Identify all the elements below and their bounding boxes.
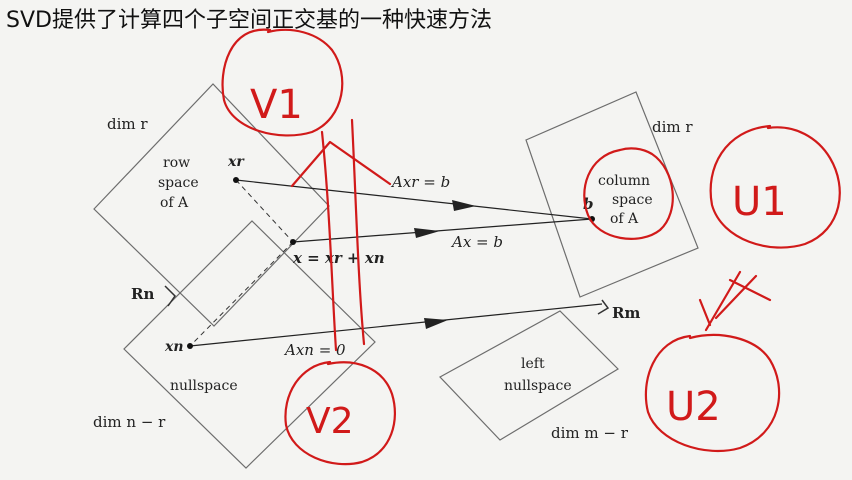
- dim-r-right-label: dim r: [652, 118, 693, 136]
- v1-bracket-stroke: [290, 140, 392, 188]
- left-nullspace-box: [439, 310, 619, 441]
- column-space-label-2: space: [612, 192, 653, 208]
- dim-r-left-label: dim r: [107, 115, 148, 133]
- b-label: b: [583, 195, 594, 213]
- arrow-axn-0-head: [424, 318, 448, 329]
- u2-scribble: [698, 270, 772, 332]
- arrow-ax-b-head: [414, 228, 440, 238]
- column-space-label-3: of A: [610, 211, 639, 227]
- point-xn: [187, 343, 193, 349]
- x-eq-label: x = xr + xn: [292, 249, 385, 267]
- row-space-label-3: of A: [160, 195, 189, 211]
- row-space-label-1: row: [163, 155, 190, 171]
- ax-b-label: Ax = b: [450, 233, 503, 251]
- u1-circle: [709, 124, 841, 249]
- nullspace-box: [123, 220, 376, 469]
- v2-annotation: V2: [306, 401, 354, 442]
- u2-annotation: U2: [666, 384, 721, 430]
- point-x: [290, 239, 296, 245]
- v1-circle: [221, 28, 344, 137]
- arrow-axn-0: [189, 303, 603, 347]
- column-space-box: [525, 91, 699, 298]
- v2-circle: [284, 360, 396, 466]
- rn-right-angle-mark: [164, 285, 176, 307]
- dim-m-r-label: dim m − r: [551, 424, 629, 442]
- arrow-axr-b-head: [452, 200, 476, 211]
- point-xr: [233, 177, 239, 183]
- u1-annotation: U1: [732, 179, 787, 225]
- left-nullspace-label-2: nullspace: [504, 378, 572, 394]
- u1-small-circle: [583, 147, 674, 240]
- xr-label: xr: [227, 154, 245, 170]
- v1-annotation: V1: [250, 82, 303, 128]
- left-nullspace-label-1: left: [521, 356, 545, 372]
- axn-0-label: Axn = 0: [283, 341, 346, 359]
- dim-n-r-label: dim n − r: [93, 413, 166, 431]
- v1-column-stroke-left: [320, 130, 338, 352]
- dashed-x-to-xn: [189, 241, 294, 347]
- nullspace-label: nullspace: [170, 378, 238, 394]
- xn-label: xn: [164, 339, 184, 355]
- slide-title: SVD提供了计算四个子空间正交基的一种快速方法: [6, 8, 492, 33]
- u2-circle: [644, 333, 781, 453]
- column-space-label-1: column: [598, 173, 650, 189]
- v1-column-stroke-right: [350, 118, 366, 346]
- row-space-label-2: space: [158, 175, 199, 191]
- rm-right-angle-mark: [597, 299, 610, 315]
- rn-label: Rn: [131, 285, 154, 303]
- rm-label: Rm: [612, 304, 640, 322]
- arrow-axr-b: [235, 179, 593, 220]
- arrow-ax-b: [292, 218, 593, 243]
- axr-b-label: Axr = b: [390, 173, 450, 191]
